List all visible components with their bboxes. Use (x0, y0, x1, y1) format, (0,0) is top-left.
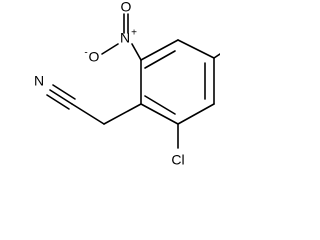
ring-bond-1 (140, 39, 179, 61)
nitro-nitrogen-label: N (120, 30, 130, 46)
nitro-nitrogen-charge: + (131, 28, 137, 39)
ring-bond-4 (177, 103, 215, 125)
nitrile-nitrogen-label: N (34, 73, 44, 89)
ring-bond-5 (140, 103, 179, 125)
methyl-bond (213, 53, 220, 59)
nitro-c-n-bond (131, 43, 142, 61)
ring-bond-1-inner (144, 50, 176, 69)
nitro-n-o-left-bond (101, 43, 119, 55)
ch2-ring-bond (103, 103, 142, 125)
chemical-structure-canvas: N + O O - N Cl (33, 0, 220, 168)
nitro-oxygen-left-charge: - (84, 48, 87, 59)
nitrile-triple-bond-1 (49, 89, 73, 105)
ring-bond-5-inner (144, 95, 176, 115)
nitro-oxygen-top-label: O (121, 0, 132, 15)
nitrile-triple-bond-2 (52, 84, 76, 100)
ch2-cn-bond (71, 103, 105, 125)
molecule-diagram: N + O O - N Cl (34, 0, 220, 168)
ring-bond-2 (177, 39, 215, 59)
nitrile-triple-bond-3 (46, 94, 70, 110)
nitro-oxygen-left-label: O (89, 49, 100, 65)
chlorine-label: Cl (171, 152, 184, 168)
